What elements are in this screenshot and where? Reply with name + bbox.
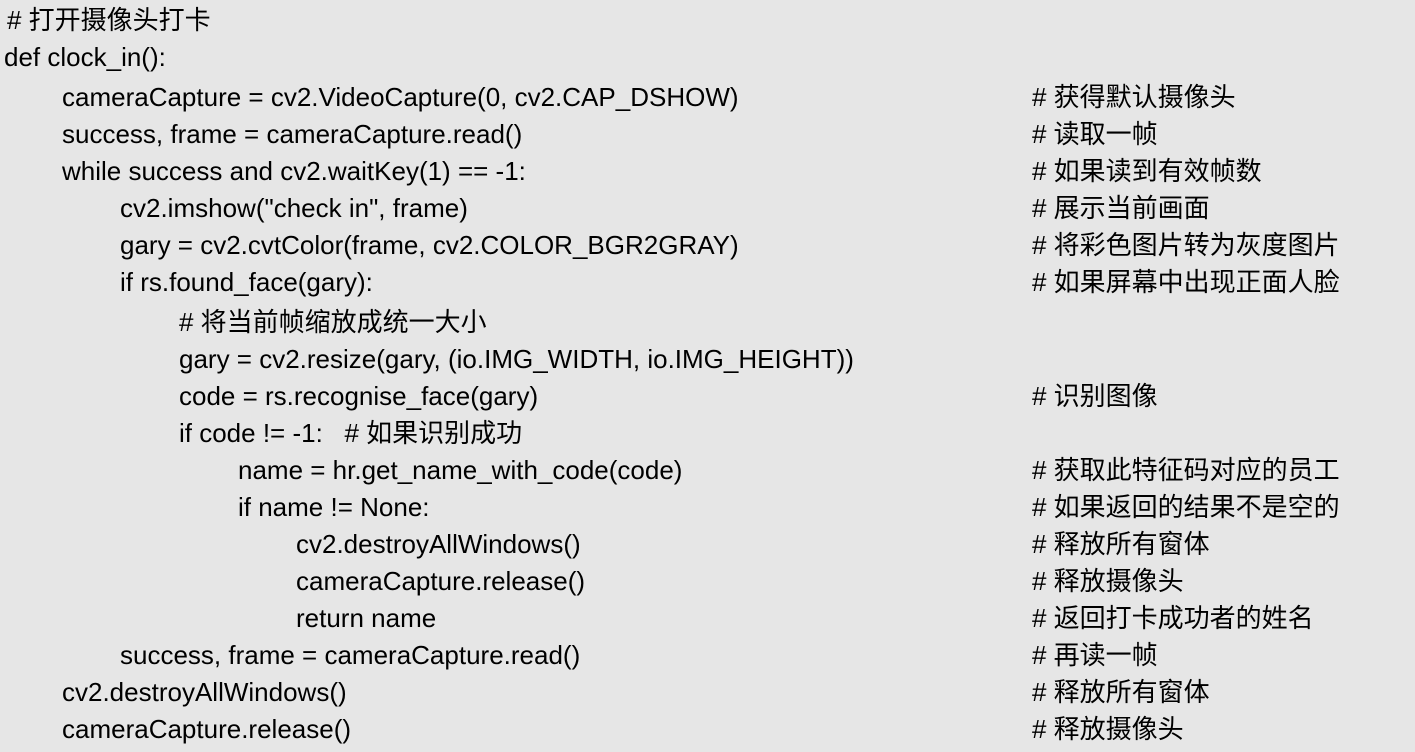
code-line: code = rs.recognise_face(gary) # 识别图像 [0, 379, 1415, 413]
code-text: if name != None: [238, 492, 430, 522]
code-text: success, frame = cameraCapture.read() [120, 640, 581, 670]
code-text: code = rs.recognise_face(gary) [179, 381, 539, 411]
code-line: success, frame = cameraCapture.read() # … [0, 638, 1415, 672]
code-text: gary = cv2.cvtColor(frame, cv2.COLOR_BGR… [120, 230, 739, 260]
code-line: if name != None: # 如果返回的结果不是空的 [0, 490, 1415, 524]
code-text: # 将当前帧缩放成统一大小 [179, 307, 487, 337]
code-text: gary = cv2.resize(gary, (io.IMG_WIDTH, i… [179, 344, 854, 374]
code-text: def clock_in(): [4, 42, 166, 72]
code-line: if rs.found_face(gary): # 如果屏幕中出现正面人脸 [0, 265, 1415, 299]
code-comment: # 返回打卡成功者的姓名 [1032, 603, 1314, 633]
code-text: cameraCapture = cv2.VideoCapture(0, cv2.… [62, 82, 739, 112]
code-comment: # 识别图像 [1032, 381, 1158, 411]
code-comment: # 读取一帧 [1032, 119, 1158, 149]
code-text: success, frame = cameraCapture.read() [62, 119, 523, 149]
code-line: cv2.destroyAllWindows() # 释放所有窗体 [0, 527, 1415, 561]
code-line: cv2.imshow("check in", frame) # 展示当前画面 [0, 191, 1415, 225]
code-comment: # 释放摄像头 [1032, 714, 1184, 744]
code-text: return name [296, 603, 437, 633]
code-comment: # 展示当前画面 [1032, 193, 1210, 223]
code-comment: # 释放所有窗体 [1032, 677, 1210, 707]
code-comment: # 如果读到有效帧数 [1032, 156, 1262, 186]
code-comment: # 如果屏幕中出现正面人脸 [1032, 267, 1340, 297]
code-comment: # 获取此特征码对应的员工 [1032, 455, 1340, 485]
code-text: if rs.found_face(gary): [120, 267, 373, 297]
code-text: cv2.imshow("check in", frame) [120, 193, 468, 223]
code-line: gary = cv2.cvtColor(frame, cv2.COLOR_BGR… [0, 228, 1415, 262]
code-line: def clock_in(): [0, 40, 1415, 74]
code-comment: # 释放摄像头 [1032, 566, 1184, 596]
code-comment: # 再读一帧 [1032, 640, 1158, 670]
code-line: cameraCapture.release() # 释放摄像头 [0, 712, 1415, 746]
code-text: cameraCapture.release() [296, 566, 586, 596]
code-line: name = hr.get_name_with_code(code) # 获取此… [0, 453, 1415, 487]
code-comment: # 获得默认摄像头 [1032, 82, 1236, 112]
code-line: gary = cv2.resize(gary, (io.IMG_WIDTH, i… [0, 342, 1415, 376]
code-line: cameraCapture = cv2.VideoCapture(0, cv2.… [0, 80, 1415, 114]
code-text: # 打开摄像头打卡 [7, 5, 211, 35]
code-comment: # 释放所有窗体 [1032, 529, 1210, 559]
code-line: # 打开摄像头打卡 [0, 3, 1415, 37]
code-line: # 将当前帧缩放成统一大小 [0, 305, 1415, 339]
code-line: while success and cv2.waitKey(1) == -1: … [0, 154, 1415, 188]
code-line: cv2.destroyAllWindows() # 释放所有窗体 [0, 675, 1415, 709]
code-line: cameraCapture.release() # 释放摄像头 [0, 564, 1415, 598]
code-text: cv2.destroyAllWindows() [296, 529, 581, 559]
code-comment: # 将彩色图片转为灰度图片 [1032, 230, 1340, 260]
code-text: cameraCapture.release() [62, 714, 352, 744]
code-line: if code != -1: # 如果识别成功 [0, 416, 1415, 450]
code-text: cv2.destroyAllWindows() [62, 677, 347, 707]
code-comment: # 如果返回的结果不是空的 [1032, 492, 1340, 522]
code-text: name = hr.get_name_with_code(code) [238, 455, 683, 485]
code-text: while success and cv2.waitKey(1) == -1: [62, 156, 526, 186]
code-text: if code != -1: # 如果识别成功 [179, 418, 523, 448]
code-line: success, frame = cameraCapture.read() # … [0, 117, 1415, 151]
code-line: return name # 返回打卡成功者的姓名 [0, 601, 1415, 635]
